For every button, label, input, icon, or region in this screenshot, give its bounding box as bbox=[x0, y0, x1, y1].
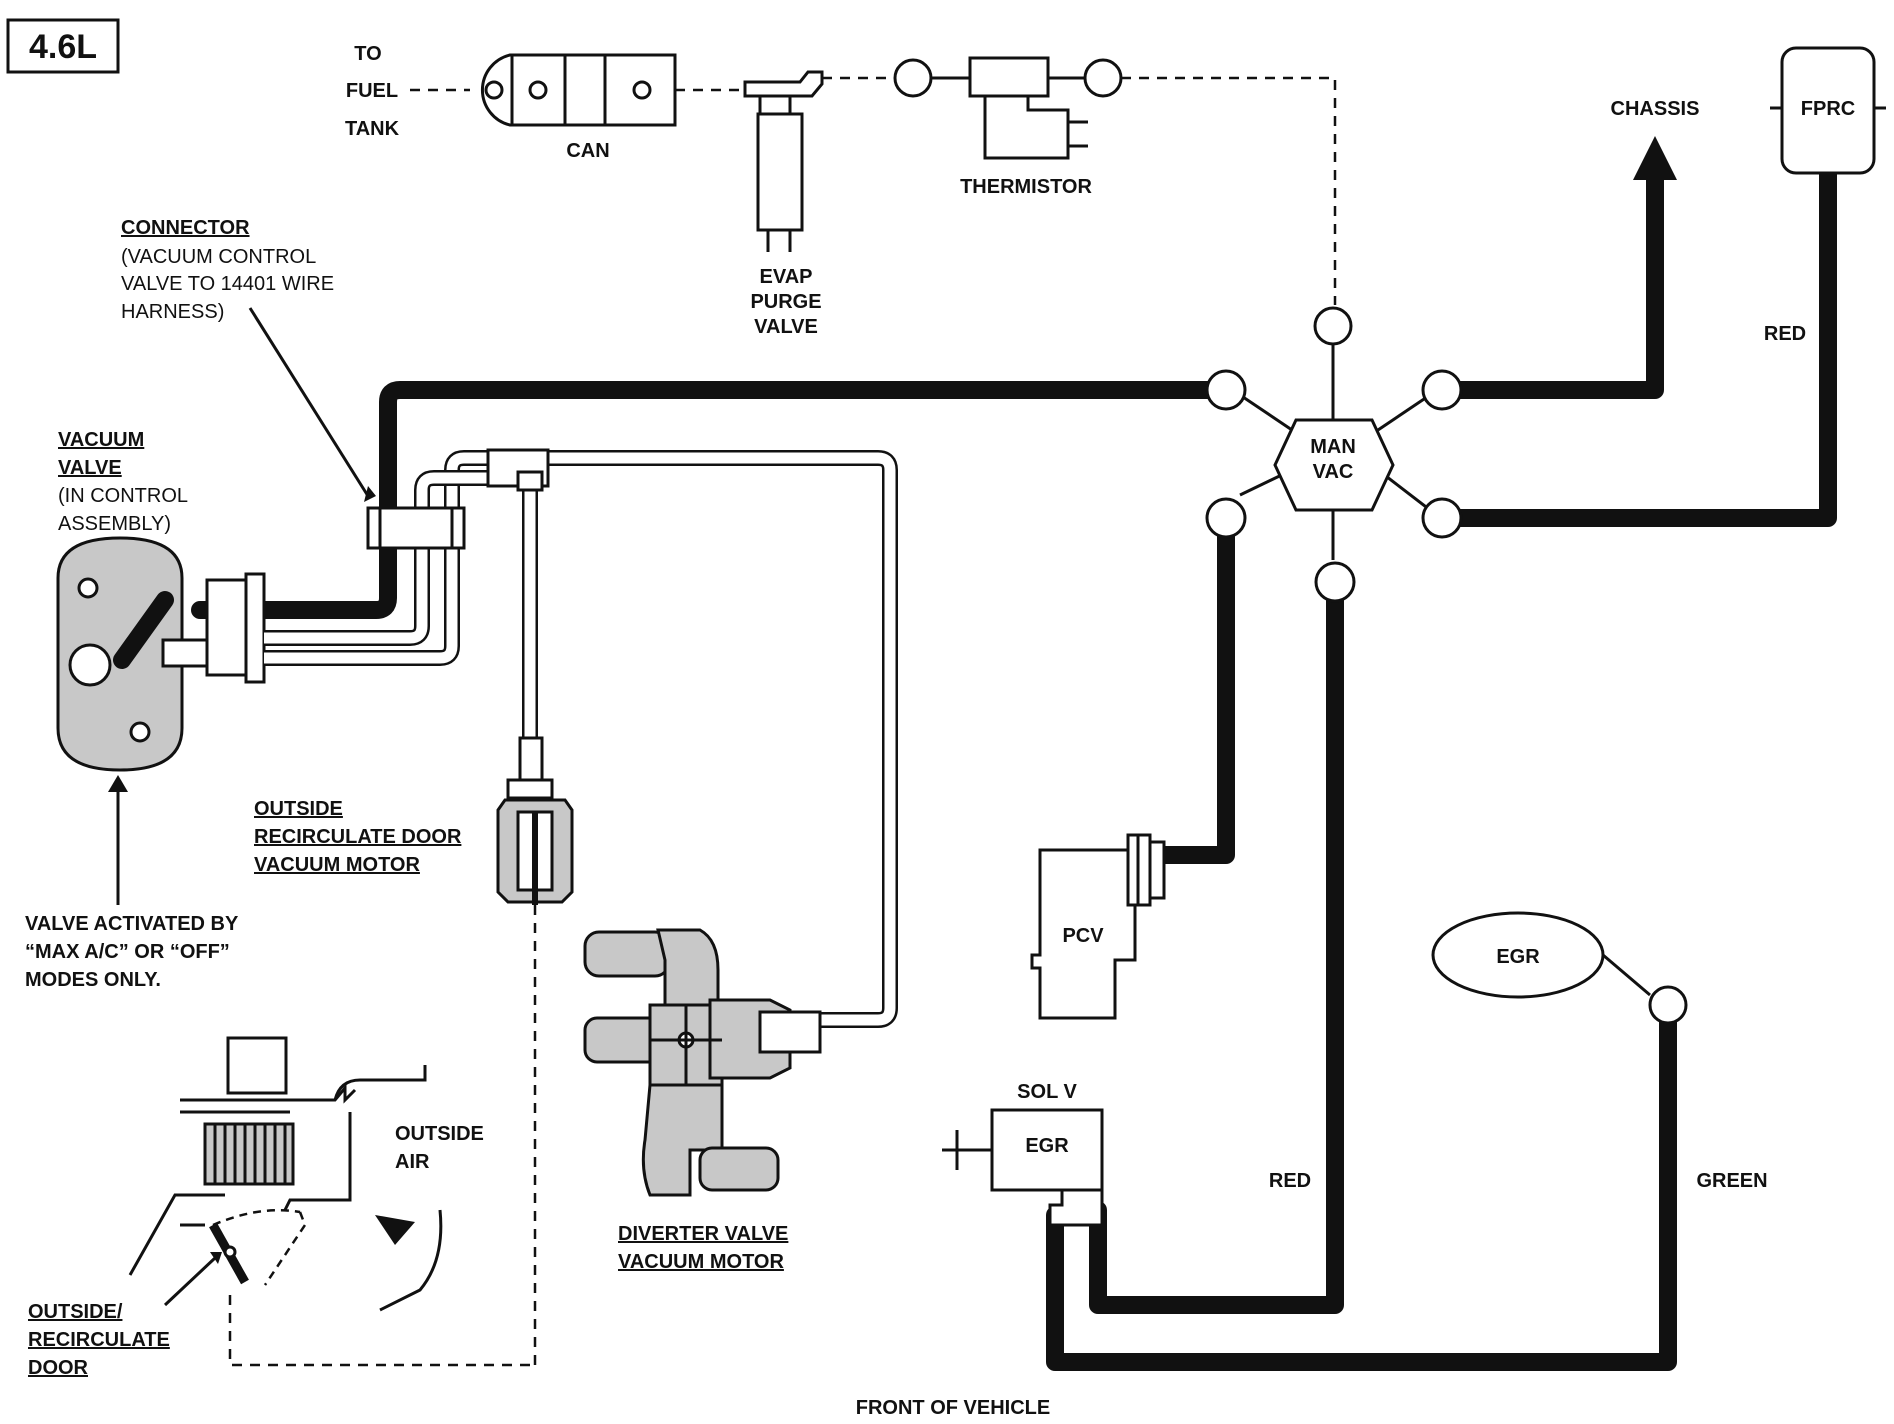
can-label: CAN bbox=[566, 140, 609, 162]
fprc-label: FPRC bbox=[1801, 98, 1855, 120]
diverter-label-line-1: DIVERTER VALVE bbox=[618, 1223, 788, 1245]
thermistor-port-right bbox=[1083, 58, 1123, 98]
valve-outlet-fitting bbox=[161, 638, 213, 668]
fprc: FPRC bbox=[1770, 46, 1886, 175]
red-top-label: RED bbox=[1764, 323, 1806, 345]
thermistor-to-manifold-line bbox=[1121, 76, 1337, 305]
connector-label: CONNECTOR (VACUUM CONTROL VALVE TO 14401… bbox=[121, 217, 334, 323]
engine-badge-text: 4.6L bbox=[29, 28, 97, 66]
manifold-port-upper-left bbox=[1205, 369, 1247, 411]
canister: CAN bbox=[480, 53, 677, 162]
manifold-port-top bbox=[1313, 306, 1353, 346]
connector-block bbox=[366, 506, 466, 550]
evap-purge-valve: EVAP PURGE VALVE bbox=[743, 70, 824, 338]
chassis-hose bbox=[1433, 166, 1664, 399]
valve-activated-label: VALVE ACTIVATED BY “MAX A/C” OR “OFF” MO… bbox=[25, 913, 239, 991]
vacuum-valve-title-2: VALVE bbox=[58, 457, 122, 479]
green-label: GREEN bbox=[1696, 1170, 1767, 1192]
vacuum-valve-desc-2: ASSEMBLY) bbox=[58, 513, 171, 535]
egr-sol-label: EGR bbox=[1025, 1135, 1069, 1157]
connector-pointer bbox=[248, 307, 370, 497]
sol-v-label: SOL V bbox=[1017, 1081, 1077, 1103]
inner-hose-inner bbox=[264, 472, 528, 644]
outside-air-label: OUTSIDE AIR bbox=[395, 1123, 484, 1173]
thermistor-label: THERMISTOR bbox=[960, 176, 1092, 198]
manifold-vacuum-hub: MAN VAC bbox=[1239, 345, 1431, 560]
valve-coupler-flange bbox=[244, 572, 266, 684]
green-egr-hose bbox=[1046, 996, 1677, 1371]
man-vac-line-1: MAN bbox=[1310, 436, 1356, 458]
egr-valve: EGR bbox=[1431, 911, 1688, 1025]
diverter-valve-label: DIVERTER VALVE VACUUM MOTOR bbox=[618, 1223, 788, 1273]
red-bottom-label: RED bbox=[1269, 1170, 1311, 1192]
egr-port bbox=[1648, 985, 1688, 1025]
door-label-line-1: OUTSIDE/ bbox=[28, 1301, 123, 1323]
chassis-arrow-icon bbox=[1633, 136, 1677, 180]
to-fuel-tank-line-1: TO bbox=[354, 43, 381, 65]
vacuum-valve bbox=[56, 536, 184, 772]
valve-activated-arrow-icon bbox=[108, 775, 128, 792]
egr-solenoid: SOL V EGR bbox=[942, 1081, 1104, 1227]
manifold-port-upper-right bbox=[1421, 369, 1463, 411]
outside-recirc-door-motor bbox=[496, 736, 574, 1365]
valve-activated-line-2: “MAX A/C” OR “OFF” bbox=[25, 941, 230, 963]
engine-badge: 4.6L bbox=[6, 18, 120, 74]
man-vac-line-2: VAC bbox=[1313, 461, 1354, 483]
manifold-port-bottom bbox=[1314, 561, 1356, 603]
fprc-hose bbox=[1433, 163, 1837, 527]
vacuum-valve-supply-hose bbox=[191, 381, 1235, 619]
chassis-label: CHASSIS bbox=[1611, 98, 1700, 120]
door-label-line-3: DOOR bbox=[28, 1357, 89, 1379]
evap-label-line-2: PURGE bbox=[750, 291, 821, 313]
door-label-line-2: RECIRCULATE bbox=[28, 1329, 170, 1351]
thermistor-port-left bbox=[893, 58, 933, 98]
to-fuel-tank-label: TO FUEL TANK bbox=[345, 43, 400, 140]
to-fuel-tank-line-3: TANK bbox=[345, 118, 400, 140]
outside-recirc-door-label: OUTSIDE/ RECIRCULATE DOOR bbox=[28, 1301, 170, 1379]
vacuum-valve-desc-1: (IN CONTROL bbox=[58, 485, 188, 507]
connector-title: CONNECTOR bbox=[121, 217, 250, 239]
diverter-hose-inner bbox=[528, 452, 896, 1026]
diverter-label-line-2: VACUUM MOTOR bbox=[618, 1251, 784, 1273]
outside-air-line-1: OUTSIDE bbox=[395, 1123, 484, 1145]
blower-door-assembly bbox=[128, 1036, 535, 1367]
evap-label-line-3: VALVE bbox=[754, 316, 818, 338]
door-pointer bbox=[163, 1256, 217, 1307]
valve-activated-line-3: MODES ONLY. bbox=[25, 969, 161, 991]
front-of-vehicle-label: FRONT OF VEHICLE bbox=[856, 1397, 1050, 1419]
thermistor: THERMISTOR bbox=[960, 56, 1092, 198]
pcv-label: PCV bbox=[1062, 925, 1104, 947]
connector-desc-line-1: (VACUUM CONTROL bbox=[121, 246, 316, 268]
pcv-hose bbox=[1149, 509, 1235, 864]
pcv-valve: PCV bbox=[1030, 833, 1166, 1020]
motor-label-line-2: RECIRCULATE DOOR bbox=[254, 826, 462, 848]
outside-air-arrow-icon bbox=[375, 1215, 415, 1245]
egr-label: EGR bbox=[1496, 946, 1540, 968]
evap-label-line-1: EVAP bbox=[760, 266, 813, 288]
red-egr-hose bbox=[1089, 573, 1344, 1314]
motor-label-line-1: OUTSIDE bbox=[254, 798, 343, 820]
manifold-port-lower-left bbox=[1205, 497, 1247, 539]
outside-air-line-2: AIR bbox=[395, 1151, 430, 1173]
connector-desc-line-3: HARNESS) bbox=[121, 301, 224, 323]
connector-pointer-arrow-icon bbox=[364, 486, 376, 502]
outside-recirc-motor-label: OUTSIDE RECIRCULATE DOOR VACUUM MOTOR bbox=[254, 798, 462, 876]
vacuum-valve-title-1: VACUUM bbox=[58, 429, 144, 451]
connector-desc-line-2: VALVE TO 14401 WIRE bbox=[121, 273, 334, 295]
manifold-port-lower-right bbox=[1421, 497, 1463, 539]
vacuum-valve-label: VACUUM VALVE (IN CONTROL ASSEMBLY) bbox=[58, 429, 188, 535]
door-pointer-arrow-icon bbox=[210, 1252, 222, 1264]
to-fuel-tank-line-2: FUEL bbox=[346, 80, 398, 102]
valve-activated-line-1: VALVE ACTIVATED BY bbox=[25, 913, 239, 935]
outer-hose-inner bbox=[264, 452, 528, 664]
diverter-valve bbox=[583, 928, 822, 1197]
motor-label-line-3: VACUUM MOTOR bbox=[254, 854, 420, 876]
